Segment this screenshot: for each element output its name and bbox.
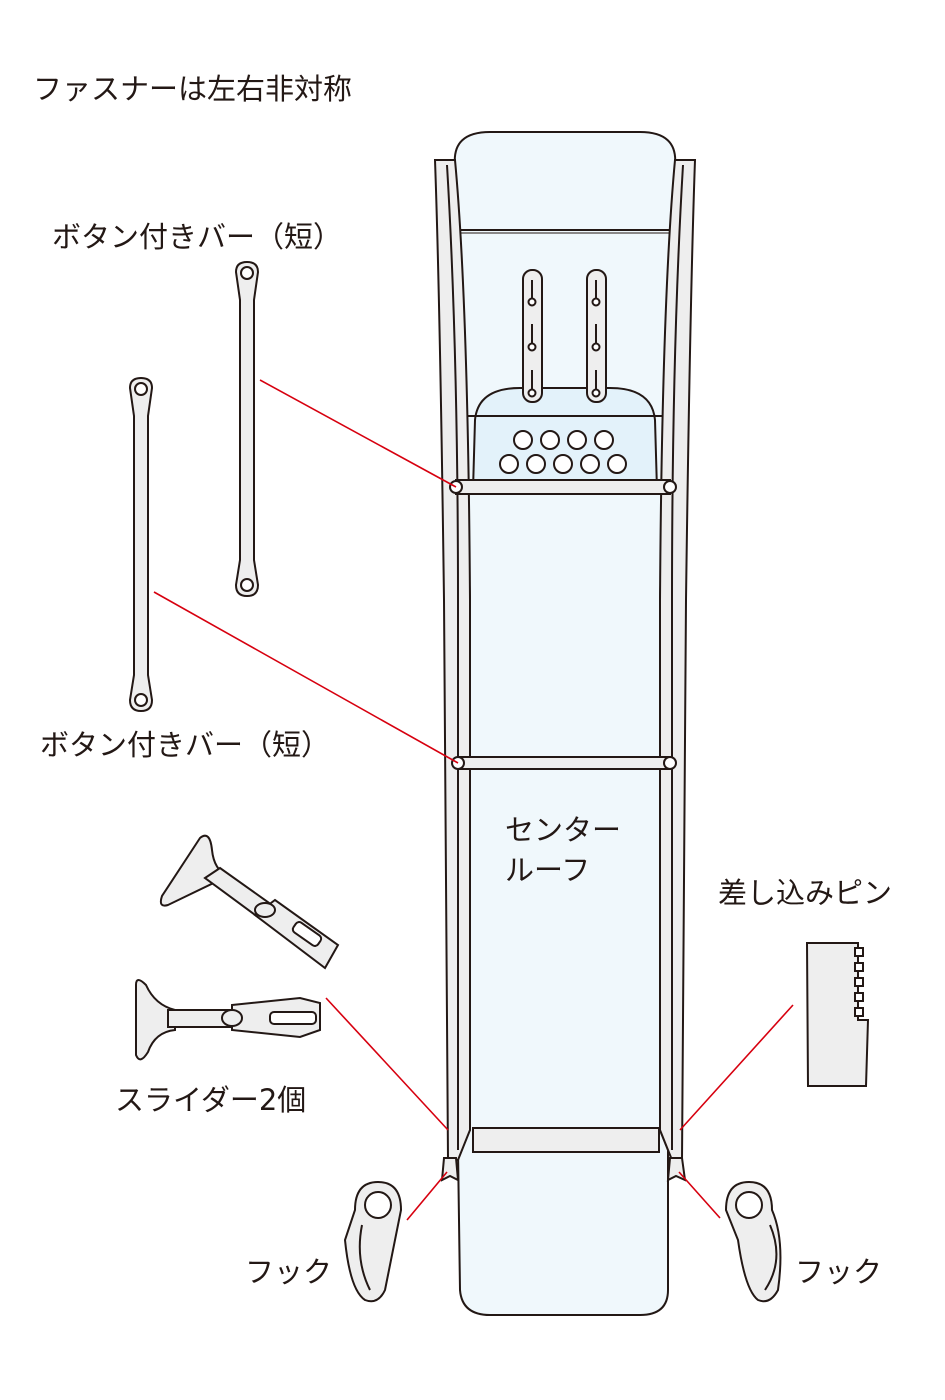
label-center-roof-2: ルーフ bbox=[505, 853, 590, 887]
label-center-roof-1: センター bbox=[505, 813, 621, 847]
label-hook-right: フック bbox=[795, 1255, 882, 1289]
label-insert-pin: 差し込みピン bbox=[718, 876, 892, 910]
left-zipper-rail bbox=[433, 159, 471, 1161]
label-button-bar-lower: ボタン付きバー（短） bbox=[40, 728, 330, 762]
insert-pin bbox=[805, 942, 870, 1087]
center-roof-panel bbox=[453, 131, 677, 1316]
button-bar-short-lower bbox=[128, 376, 154, 713]
label-hook-left: フック bbox=[245, 1255, 332, 1289]
button-bar-short-upper bbox=[234, 260, 260, 598]
hook-left bbox=[343, 1180, 403, 1303]
slider-lower bbox=[135, 979, 321, 1061]
hook-right bbox=[724, 1180, 782, 1303]
leader-lines bbox=[153, 379, 794, 1221]
vent-holes bbox=[499, 430, 627, 474]
label-button-bar-upper: ボタン付きバー（短） bbox=[52, 220, 342, 254]
right-zipper-rail bbox=[659, 159, 697, 1161]
slider-upper bbox=[159, 834, 340, 970]
diagram-title: ファスナーは左右非対称 bbox=[33, 72, 352, 106]
label-sliders: スライダー2個 bbox=[115, 1083, 306, 1117]
adjuster-straps bbox=[522, 269, 607, 403]
